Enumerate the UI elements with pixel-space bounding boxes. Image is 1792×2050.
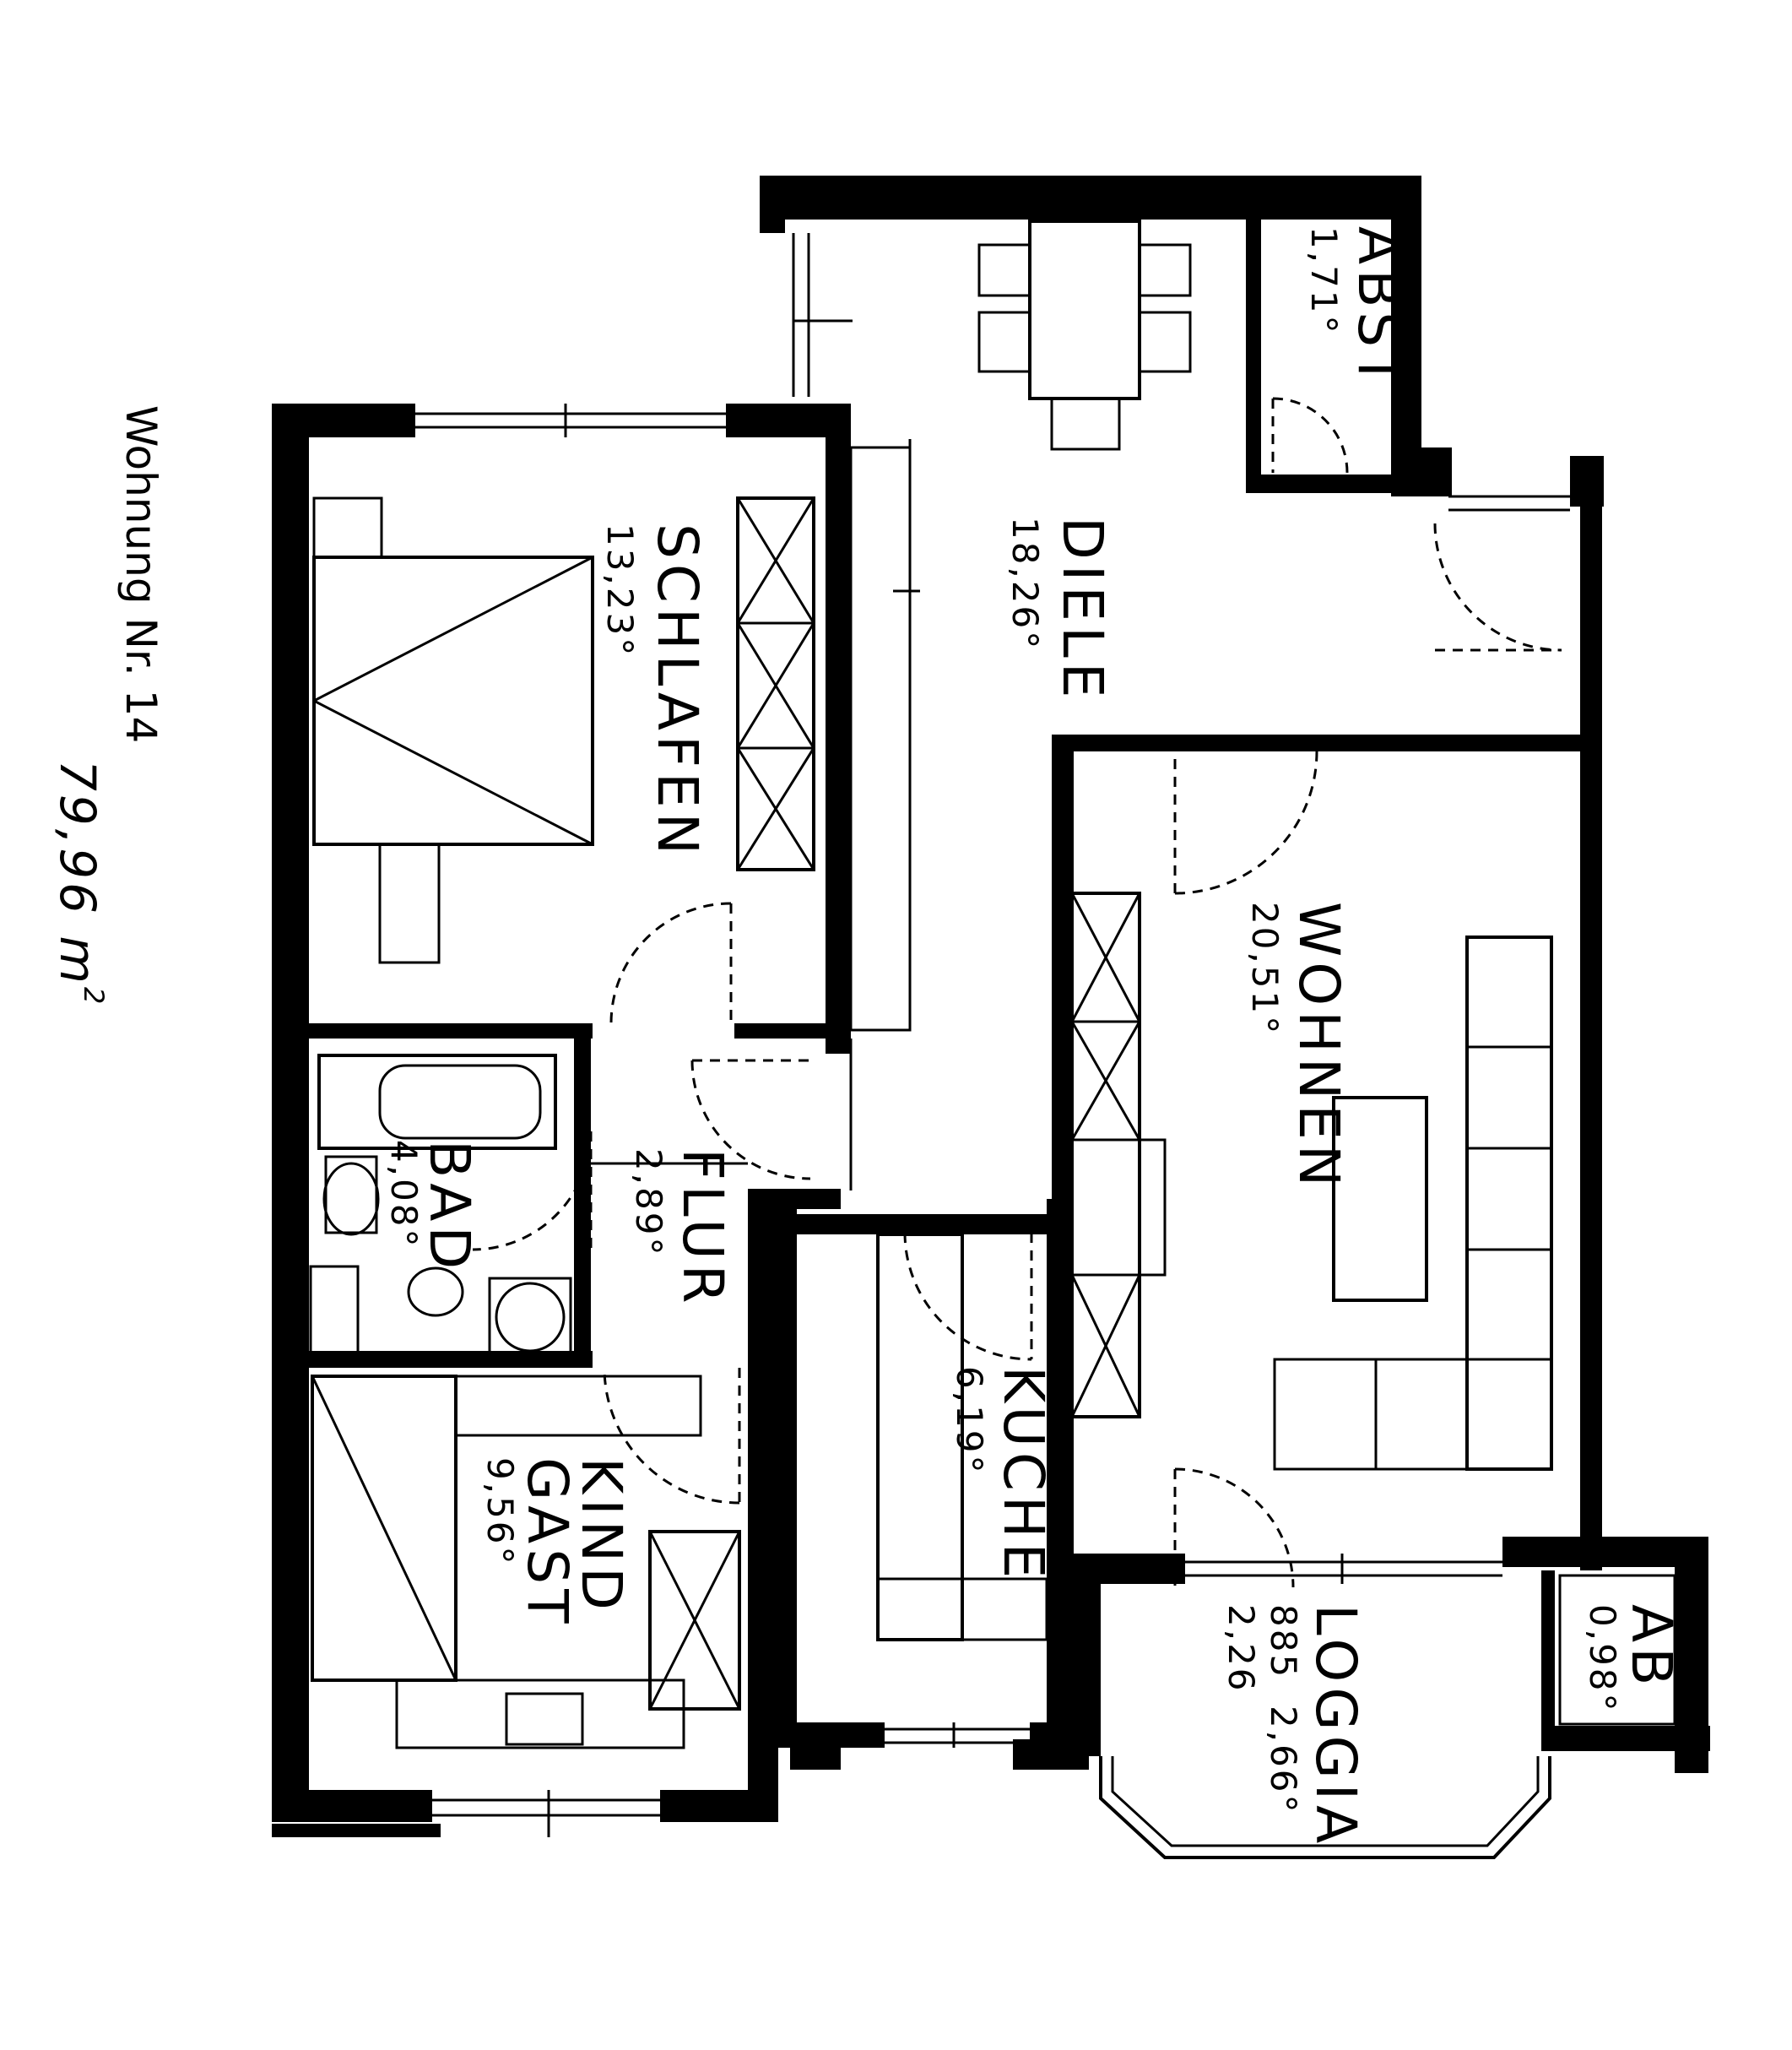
room-kind-area: 9,56°	[479, 1457, 521, 1567]
room-diele-area: 18,26°	[1004, 517, 1046, 651]
room-wohnen-name: WOHNEN	[1286, 902, 1351, 1191]
schlafen-wardrobe	[736, 496, 815, 871]
room-loggia-dim1: 885	[1263, 1604, 1304, 1679]
door-wohnen	[1173, 751, 1318, 895]
room-loggia-dim2: 2,26	[1221, 1604, 1262, 1694]
sofa	[1273, 936, 1553, 1471]
wohnen-shelving	[1070, 892, 1167, 1418]
flur-edge	[591, 1039, 853, 1190]
door-schlafen	[609, 902, 733, 1024]
door-loggia	[1173, 1467, 1295, 1588]
room-bad-name: BAD	[417, 1140, 482, 1274]
room-schlafen-area: 13,23°	[599, 523, 641, 658]
window-kueche	[885, 1722, 1030, 1748]
room-abst: ABST 1,71°	[1303, 226, 1410, 391]
apartment-title: Wohnung Nr. 14	[116, 405, 165, 743]
room-flur-area: 2,89°	[628, 1148, 669, 1258]
room-kind-name: KIND	[569, 1457, 634, 1615]
window-schlafen	[415, 404, 726, 437]
room-abst-area: 1,71°	[1303, 226, 1345, 336]
loggia-bay	[1099, 1574, 1676, 1859]
coffee-table	[1332, 1096, 1428, 1302]
room-schlafen-name: SCHLAFEN	[645, 523, 710, 860]
room-abst-name: ABST	[1345, 226, 1410, 391]
room-flur: FLUR 2,89°	[628, 1148, 735, 1309]
room-kueche-area: 6,19°	[949, 1366, 990, 1476]
toilet	[322, 1155, 380, 1236]
room-kueche-name: KÜCHE	[991, 1366, 1056, 1583]
apartment-total-area: 79,96 m2	[49, 760, 110, 1007]
room-ab-area: 0,98°	[1582, 1604, 1623, 1714]
room-diele-name: DIELE	[1050, 517, 1115, 702]
door-kueche	[903, 1232, 1033, 1361]
window-kind	[432, 1790, 660, 1837]
room-flur-name: FLUR	[670, 1148, 735, 1309]
apartment-number: Wohnung Nr. 14	[116, 405, 165, 743]
labels: Wohnung Nr. 14 79,96 m2 ABST 1,71° DIELE…	[49, 226, 1684, 1848]
room-ab: AB 0,98°	[1582, 1604, 1684, 1714]
bathtub	[317, 1054, 557, 1150]
room-wohnen: WOHNEN 20,51°	[1244, 902, 1351, 1191]
door-kind	[603, 1367, 741, 1505]
window-diele-right	[1448, 495, 1570, 512]
room-wohnen-area: 20,51°	[1244, 902, 1286, 1036]
windows	[415, 233, 1570, 1837]
room-diele: DIELE 18,26°	[1004, 517, 1115, 702]
kind-bed	[311, 1375, 702, 1749]
diele-wardrobe	[849, 439, 920, 1032]
total-area-value: 79,96 m	[49, 760, 106, 987]
door-flur	[690, 1059, 811, 1180]
bed	[312, 496, 594, 964]
doors	[472, 397, 1562, 1588]
kind-wardrobe	[648, 1530, 741, 1711]
door-diele-right	[1433, 523, 1562, 652]
dining-table	[977, 220, 1192, 451]
room-bad: BAD 4,08°	[383, 1140, 482, 1274]
kitchen-counter	[876, 1233, 1048, 1641]
room-loggia: LOGGIA 885 2,66° 2,26	[1221, 1604, 1368, 1848]
total-area-unit-sup: 2	[78, 987, 110, 1007]
room-ab-name: AB	[1619, 1604, 1684, 1690]
room-loggia-name: LOGGIA	[1303, 1604, 1368, 1848]
walls	[272, 176, 1710, 1837]
furniture	[309, 220, 1676, 1859]
room-bad-area: 4,08°	[383, 1140, 425, 1250]
svg-text:79,96 m2: 79,96 m2	[49, 760, 110, 1007]
window-entrance	[792, 233, 853, 397]
door-abst	[1271, 397, 1349, 474]
room-gast-name: GAST	[515, 1457, 580, 1629]
washbasin	[309, 1265, 572, 1361]
room-schlafen: SCHLAFEN 13,23°	[599, 523, 710, 860]
window-loggia-door	[1185, 1554, 1502, 1584]
door-bad	[472, 1131, 593, 1251]
room-loggia-area: 2,66°	[1263, 1706, 1304, 1815]
room-kueche: KÜCHE 6,19°	[949, 1366, 1056, 1583]
room-kind-gast: KIND GAST 9,56°	[479, 1457, 634, 1629]
